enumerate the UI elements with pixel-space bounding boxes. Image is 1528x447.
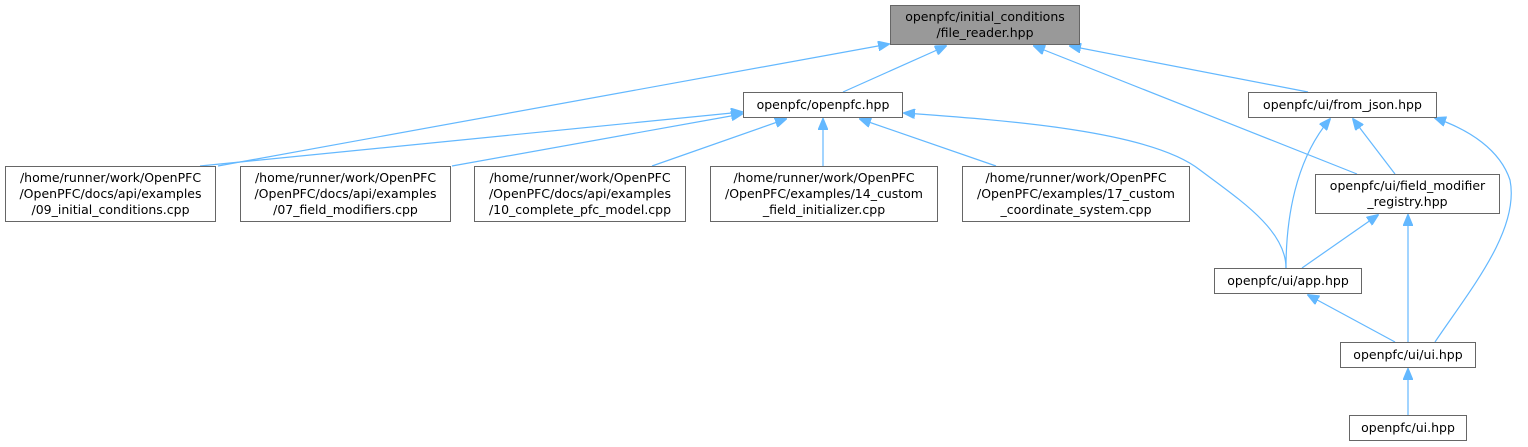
node-label-line: /07_field_modifiers.cpp [273,202,418,217]
node-10-complete-pfc-model-cpp[interactable]: /home/runner/work/OpenPFC /OpenPFC/docs/… [474,166,686,222]
node-label-line: /OpenPFC/examples/17_custom [977,186,1175,201]
edge-field_modifier-to-file_reader [1034,46,1358,175]
node-label-line: /home/runner/work/OpenPFC [489,170,671,185]
edge-layer [199,44,1512,415]
node-label-line: /home/runner/work/OpenPFC [254,170,437,185]
edge-ui_ui-to-app [1308,295,1396,343]
node-07-field-modifiers-cpp[interactable]: /home/runner/work/OpenPFC /OpenPFC/docs/… [240,166,451,222]
node-label-line: /OpenPFC/docs/api/examples [254,186,437,201]
edge-ex10-to-openpfc [651,119,786,167]
edge-ex09-to-file_reader [217,44,889,167]
edge-app-to-from_json [1285,119,1330,269]
node-label-line: openpfc/openpfc.hpp [756,97,890,112]
node-09-initial-conditions-cpp[interactable]: /home/runner/work/OpenPFC /OpenPFC/docs/… [5,166,216,222]
node-ui-ui-hpp[interactable]: openpfc/ui/ui.hpp [1340,342,1476,368]
node-label-line: openpfc/ui/field_modifier [1329,178,1486,193]
edge-ex07-to-openpfc [451,114,742,167]
node-label-line: _coordinate_system.cpp [1000,202,1152,217]
node-label-line: openpfc/ui.hpp [1361,420,1455,435]
edge-app-to-openpfc [904,113,1287,269]
edge-ex09-to-openpfc [199,112,742,167]
node-14-custom-field-initializer-cpp[interactable]: /home/runner/work/OpenPFC /OpenPFC/examp… [710,166,938,222]
node-label-line: /home/runner/work/OpenPFC [733,170,915,185]
node-label-line: /OpenPFC/docs/api/examples [19,186,202,201]
edge-field_modifier-to-from_json [1353,119,1396,175]
node-field-modifier-registry-hpp[interactable]: openpfc/ui/field_modifier _registry.hpp [1315,174,1500,214]
node-app-hpp[interactable]: openpfc/ui/app.hpp [1214,268,1362,294]
edge-app-to-field_modifier [1301,215,1378,269]
node-label-line: /file_reader.hpp [936,25,1034,40]
node-label-line: /OpenPFC/docs/api/examples [488,186,672,201]
node-label-line: /10_complete_pfc_model.cpp [488,202,672,217]
node-label-line: _registry.hpp [1367,194,1448,209]
node-label-line: openpfc/initial_conditions [905,9,1065,24]
edge-from_json-to-file_reader [1070,46,1309,93]
node-label-line: /home/runner/work/OpenPFC [19,170,202,185]
node-label-line: openpfc/ui/from_json.hpp [1263,97,1422,112]
node-label-line: _field_initializer.cpp [762,202,886,217]
edge-openpfc-to-file_reader [842,46,946,93]
node-ui-hpp[interactable]: openpfc/ui.hpp [1349,415,1467,441]
node-openpfc-hpp[interactable]: openpfc/openpfc.hpp [743,92,903,118]
node-from-json-hpp[interactable]: openpfc/ui/from_json.hpp [1248,92,1437,118]
node-file-reader-hpp: openpfc/initial_conditions /file_reader.… [890,5,1080,45]
edge-ex17-to-openpfc [860,119,997,167]
edge-ui_ui-to-from_json [1435,118,1512,343]
node-label-line: /OpenPFC/examples/14_custom [725,186,923,201]
node-label-line: /09_initial_conditions.cpp [31,202,190,217]
node-label-line: openpfc/ui/app.hpp [1227,273,1349,288]
node-17-custom-coordinate-system-cpp[interactable]: /home/runner/work/OpenPFC /OpenPFC/examp… [962,166,1190,222]
node-label-line: /home/runner/work/OpenPFC [985,170,1167,185]
node-label-line: openpfc/ui/ui.hpp [1353,347,1463,362]
